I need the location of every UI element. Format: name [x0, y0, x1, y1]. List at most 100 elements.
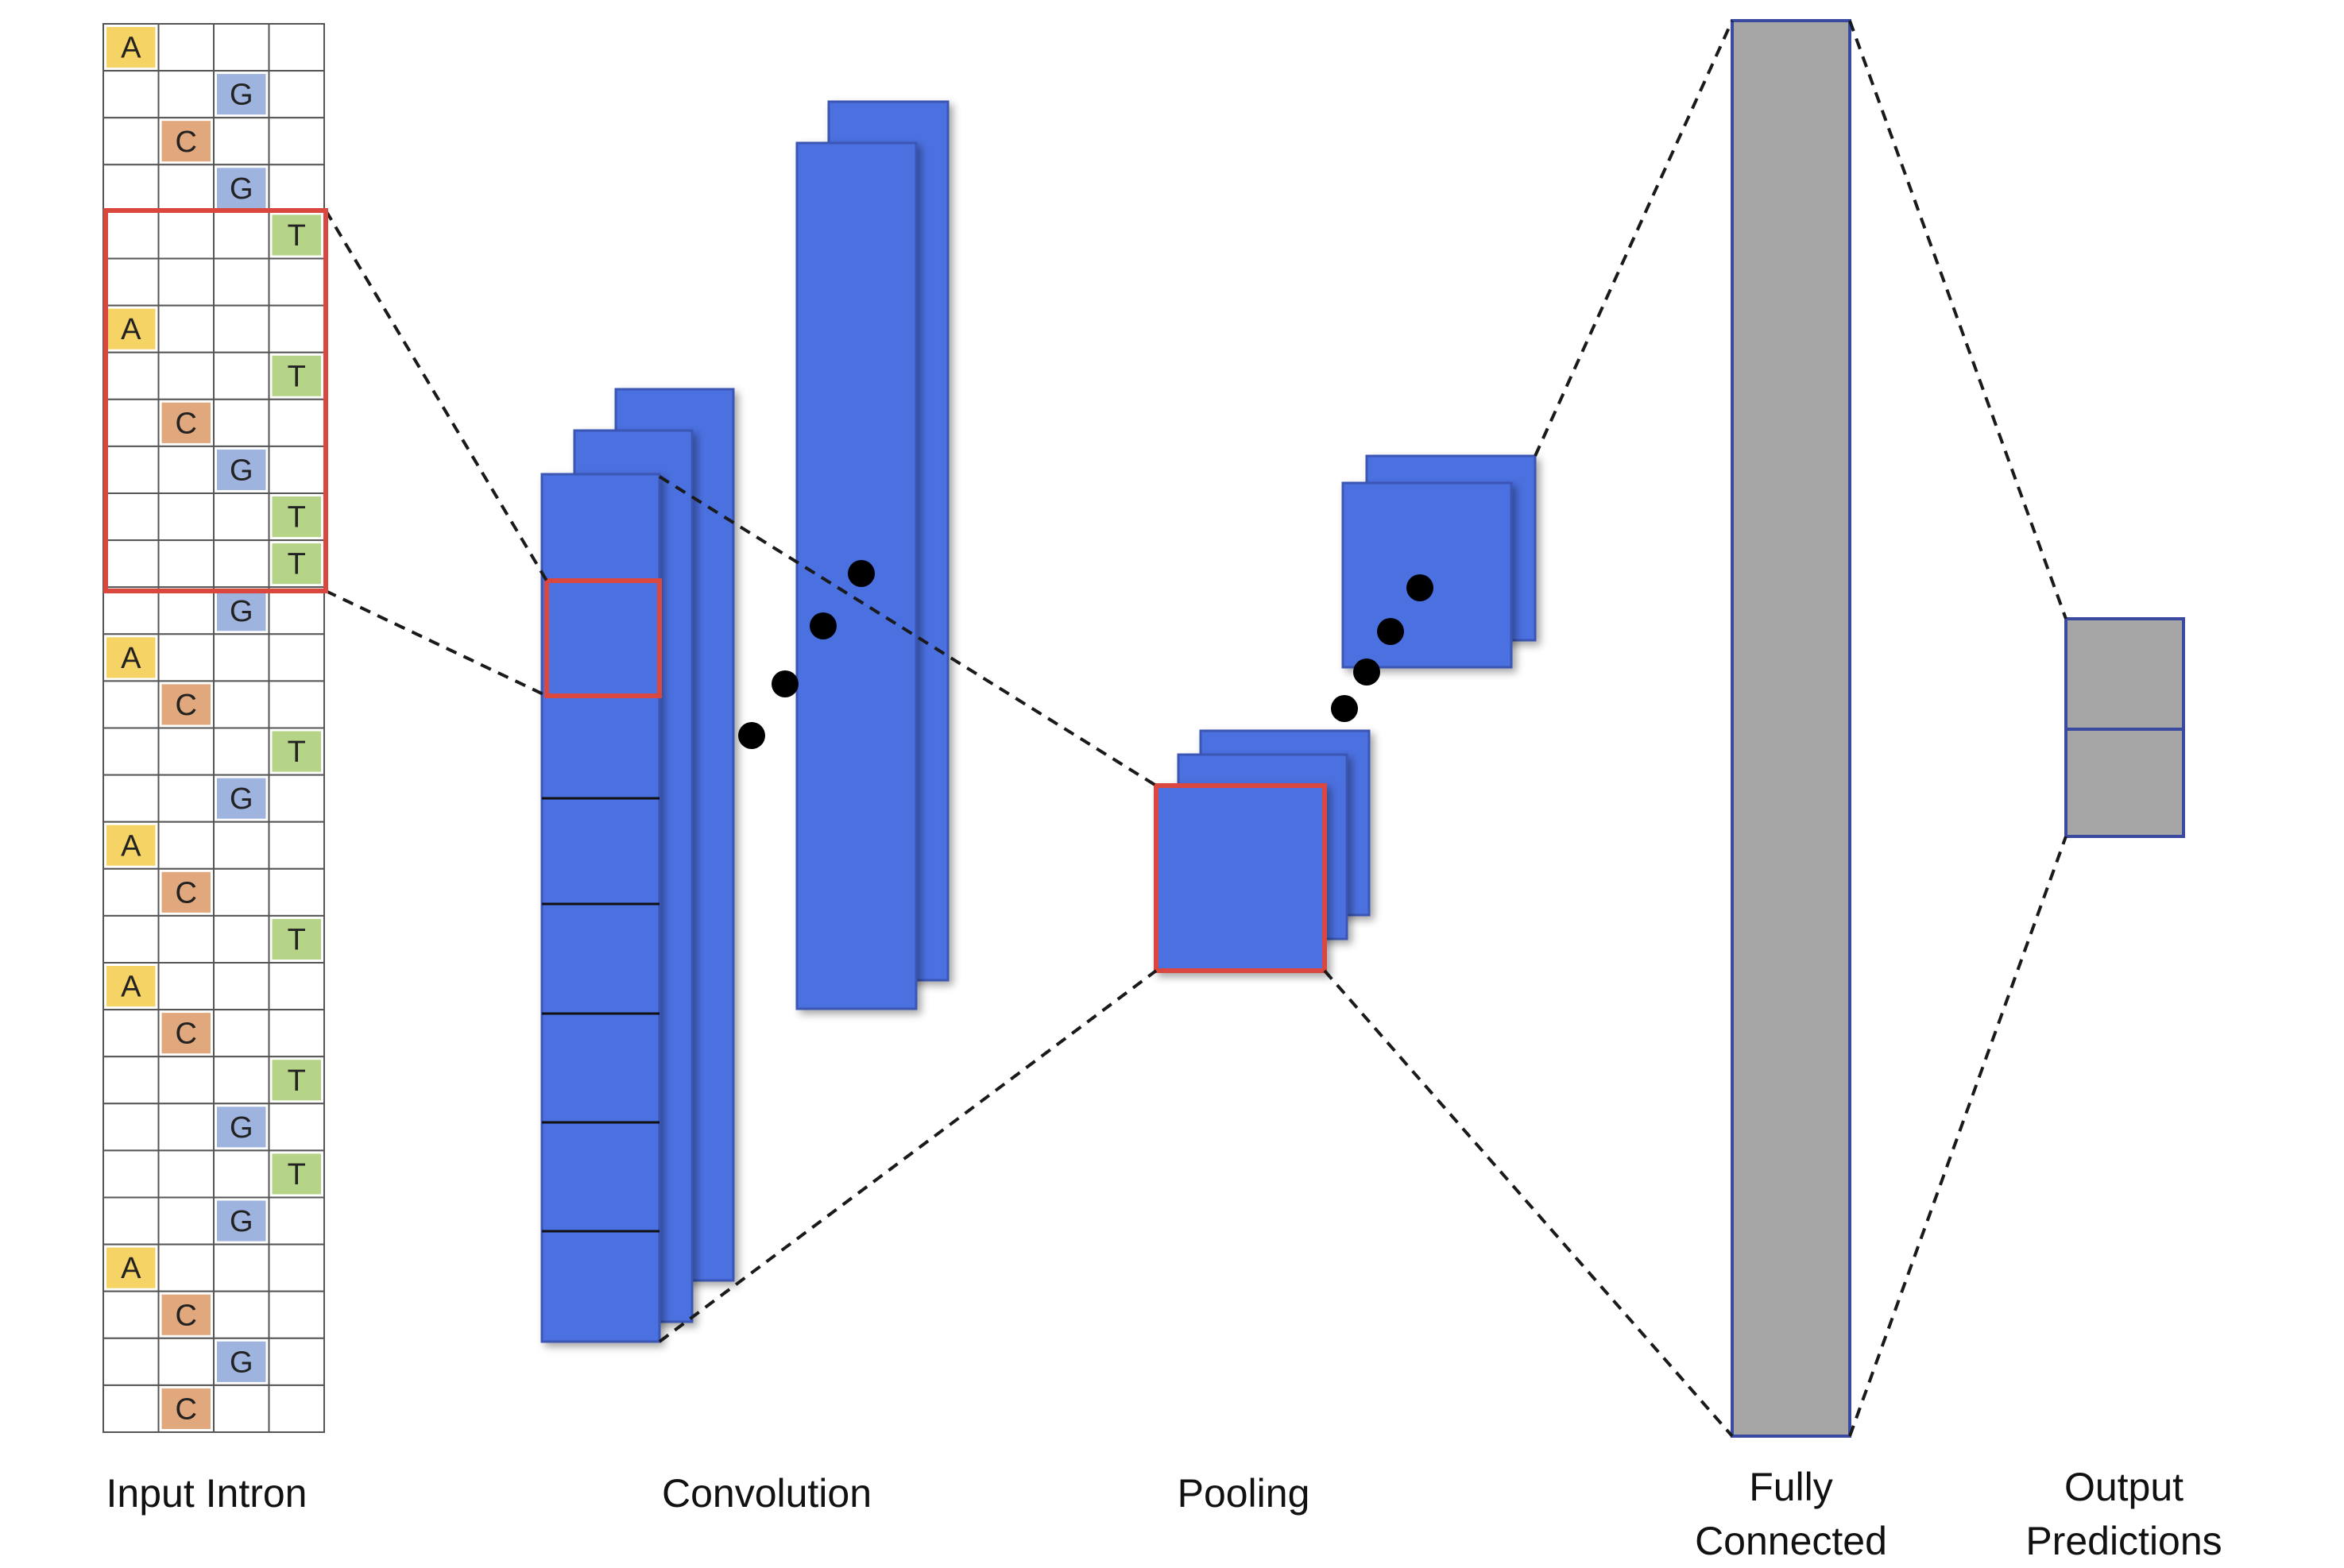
dashed-connector-lines — [324, 20, 2067, 1438]
grid-cell — [268, 1384, 325, 1434]
grid-cell — [103, 398, 160, 447]
nucleotide-t-box — [272, 496, 321, 538]
label-fully-connected: Fully Connected — [1632, 1460, 1950, 1568]
nucleotide-c-label: C — [176, 1299, 197, 1332]
grid-cell — [103, 914, 160, 964]
nucleotide-a-box — [106, 1247, 156, 1288]
nucleotide-t-label: T — [288, 548, 306, 581]
grid-cell — [268, 821, 325, 870]
grid-cell — [103, 774, 160, 823]
grid-cell — [213, 257, 270, 307]
nucleotide-t-box — [272, 355, 321, 396]
nucleotide-c-label: C — [176, 407, 197, 440]
grid-cell — [103, 164, 160, 213]
output-unit-2 — [2064, 728, 2185, 838]
grid-cell — [268, 586, 325, 635]
grid-cell — [213, 117, 270, 166]
nucleotide-c-box — [161, 1013, 211, 1054]
grid-cell — [268, 23, 325, 72]
grid-cell — [213, 914, 270, 964]
nucleotide-g-box — [217, 449, 266, 490]
nucleotide-g-label: G — [230, 79, 253, 112]
grid-cell — [213, 492, 270, 542]
grid-cell — [268, 962, 325, 1011]
grid-cell — [157, 962, 215, 1011]
convolution-window-highlight — [103, 208, 328, 593]
nucleotide-a-label: A — [121, 313, 141, 346]
grid-cell — [157, 70, 215, 119]
grid-cell — [268, 1337, 325, 1386]
label-fully-connected-line-2: Connected — [1695, 1519, 1887, 1563]
nucleotide-a-label: A — [121, 971, 141, 1004]
grid-cell — [103, 257, 160, 307]
nucleotide-t-label: T — [288, 1064, 306, 1098]
grid-cell — [268, 1196, 325, 1246]
grid-cell — [268, 70, 325, 119]
nucleotide-t-box — [272, 1153, 321, 1195]
nucleotide-g-label: G — [230, 1205, 253, 1238]
grid-cell — [213, 351, 270, 400]
nucleotide-g-label: G — [230, 782, 253, 816]
grid-cell — [103, 1196, 160, 1246]
nucleotide-t-label: T — [288, 923, 306, 956]
connector-pool-to-dense-top — [1534, 20, 1734, 457]
grid-cell — [268, 304, 325, 353]
nucleotide-c-box — [161, 871, 211, 913]
nucleotide-c-label: C — [176, 126, 197, 159]
grid-cell — [103, 70, 160, 119]
grid-cell — [103, 1103, 160, 1152]
nucleotide-t-box — [272, 1060, 321, 1101]
nucleotide-a-label: A — [121, 32, 141, 65]
grid-cell — [103, 445, 160, 495]
feature-map-front — [540, 473, 661, 1343]
grid-cell — [268, 164, 325, 213]
grid-cell — [268, 1009, 325, 1058]
grid-cell — [103, 1290, 160, 1339]
grid-cell — [213, 633, 270, 682]
nucleotide-c-label: C — [176, 1018, 197, 1051]
nucleotide-a-label: A — [121, 642, 141, 675]
nucleotide-c-label: C — [176, 1392, 197, 1426]
grid-cell — [268, 398, 325, 447]
nucleotide-g-box — [217, 1341, 266, 1382]
nucleotide-t-box — [272, 731, 321, 772]
grid-cell — [268, 117, 325, 166]
nucleotide-t-box — [272, 543, 321, 585]
nucleotide-c-label: C — [176, 876, 197, 910]
connector-pool-to-dense-bottom — [1323, 969, 1734, 1438]
receptive-field-highlight — [544, 578, 662, 698]
label-pooling: Pooling — [1177, 1471, 1310, 1516]
grid-cell — [213, 1290, 270, 1339]
nucleotide-t-label: T — [288, 501, 306, 535]
nucleotide-g-label: G — [230, 1111, 253, 1145]
grid-cell — [157, 1056, 215, 1105]
nucleotide-c-box — [161, 402, 211, 443]
grid-cell — [157, 351, 215, 400]
grid-cell — [103, 351, 160, 400]
nucleotide-t-label: T — [288, 360, 306, 393]
nucleotide-a-box — [106, 27, 156, 68]
grid-cell — [213, 727, 270, 776]
grid-cell — [103, 867, 160, 917]
grid-cell — [157, 23, 215, 72]
grid-cell — [103, 117, 160, 166]
connector-conv-to-pool-top — [658, 475, 1158, 787]
nucleotide-c-box — [161, 684, 211, 725]
nucleotide-g-label: G — [230, 1346, 253, 1379]
nucleotide-c-box — [161, 1388, 211, 1429]
grid-cell — [157, 539, 215, 589]
grid-cell — [213, 821, 270, 870]
grid-cell — [268, 445, 325, 495]
grid-cell — [103, 1056, 160, 1105]
nucleotide-t-box — [272, 918, 321, 960]
nucleotide-g-box — [217, 74, 266, 115]
nucleotide-g-box — [217, 778, 266, 819]
pooled-map-front — [1341, 481, 1513, 669]
grid-cell — [268, 1243, 325, 1292]
grid-cell — [157, 1337, 215, 1386]
connector-input-to-conv-bottom — [325, 589, 547, 697]
grid-cell — [268, 774, 325, 823]
grid-cell — [103, 492, 160, 542]
